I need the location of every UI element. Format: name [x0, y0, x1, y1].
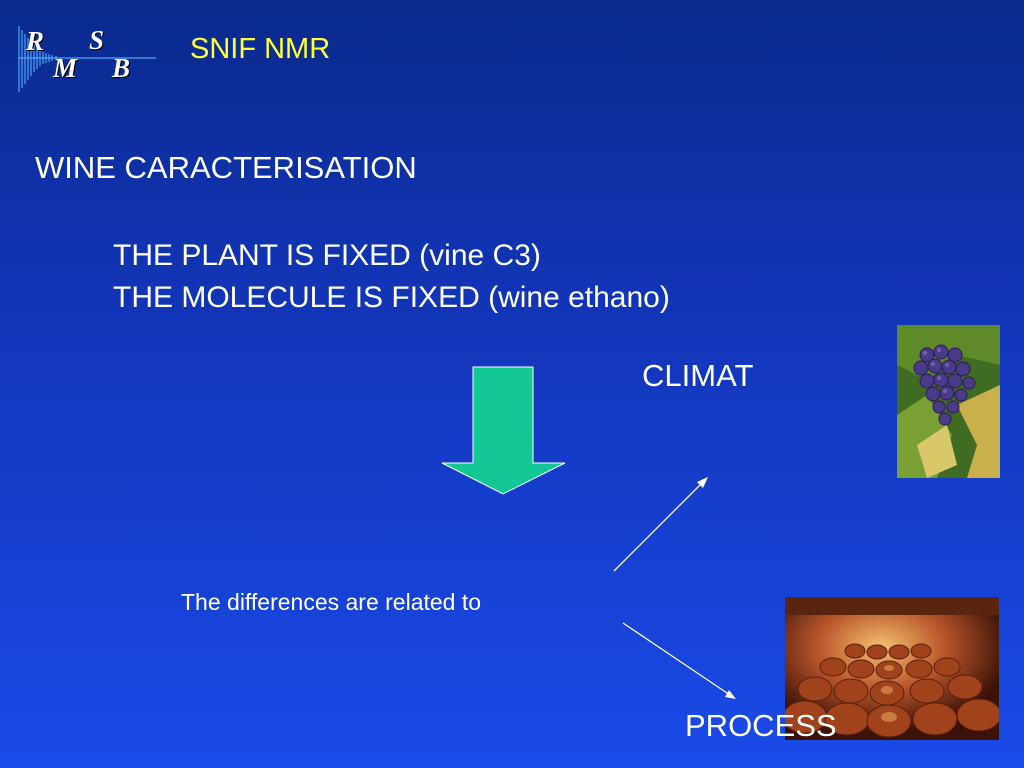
differences-text: The differences are related to — [181, 589, 482, 615]
statement-plant: THE PLANT IS FIXED (vine C3) — [113, 239, 541, 272]
wine-cellar-photo — [785, 597, 999, 740]
statement-molecule: THE MOLECULE IS FIXED (wine ethano) — [113, 281, 670, 314]
nmr-signal-icon — [18, 26, 156, 92]
rmsb-logo: R S M B — [16, 22, 156, 96]
logo-letter-b: B — [112, 53, 131, 83]
slide-title: SNIF NMR — [190, 33, 331, 65]
section-heading: WINE CARACTERISATION — [35, 150, 417, 185]
down-arrow-icon — [441, 366, 566, 495]
arrow-to-climat — [613, 477, 708, 572]
arrow-to-process — [622, 622, 736, 699]
process-label: PROCESS — [685, 708, 837, 743]
climat-label: CLIMAT — [642, 358, 754, 393]
logo-letter-m: M — [53, 53, 78, 83]
logo-letter-r: R — [26, 26, 45, 56]
grapes-photo — [897, 325, 1000, 478]
logo-letter-s: S — [89, 25, 105, 55]
